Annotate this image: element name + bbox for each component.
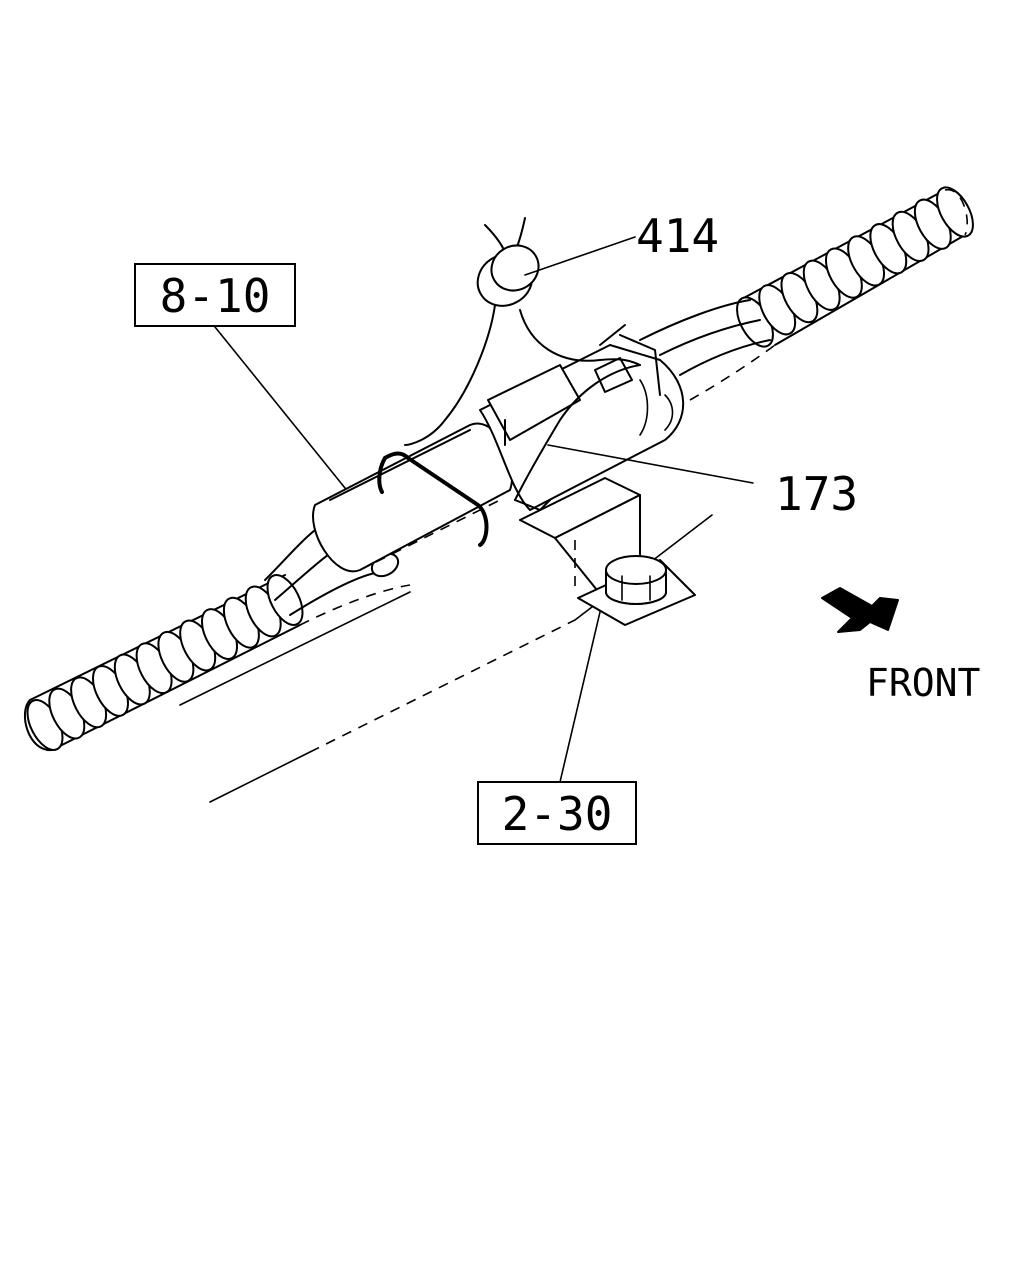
connector-left-half [312, 422, 514, 573]
leader-lines [214, 236, 754, 783]
direction-label: FRONT [866, 661, 980, 705]
retaining-band [377, 451, 489, 547]
callout-harness-label: 8-10 [160, 269, 271, 323]
arrow-icon [821, 587, 899, 633]
conduit-rib [936, 186, 974, 238]
part-number-clip: 414 [636, 209, 719, 263]
corrugated-conduit-right [736, 186, 974, 348]
wires-right [639, 299, 776, 401]
clip-part [404, 217, 641, 511]
mounting-plate [577, 555, 696, 626]
corrugated-conduit-left [23, 574, 304, 752]
part-number-connector: 173 [775, 467, 858, 521]
callout-harness: 8-10 [134, 263, 296, 327]
callout-bracket-label: 2-30 [502, 787, 613, 841]
callout-bracket: 2-30 [477, 781, 637, 845]
